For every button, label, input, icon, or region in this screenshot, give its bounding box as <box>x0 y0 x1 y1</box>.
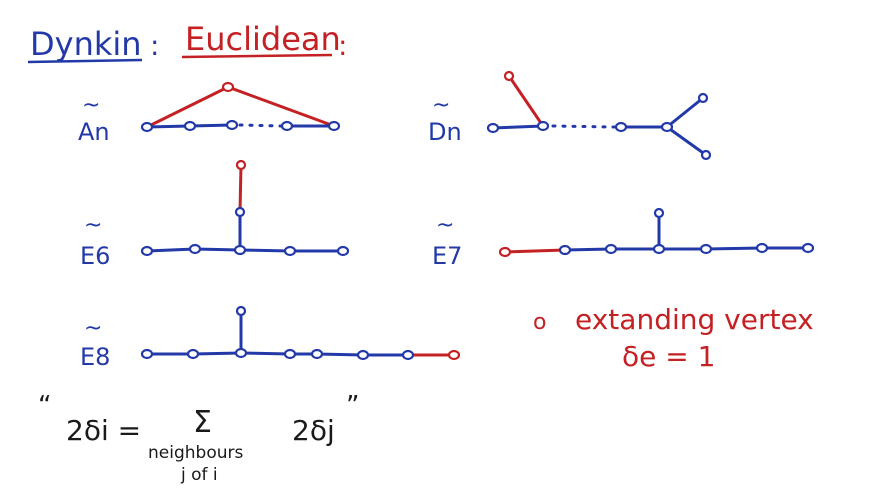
dots-d <box>551 124 616 129</box>
equation-lhs: 2δi = <box>66 414 141 447</box>
vertex-e8-7 <box>401 349 415 361</box>
vertex-e7-1 <box>558 244 572 256</box>
legend-text: extanding vertex <box>575 303 814 336</box>
vertex-d-3 <box>614 121 628 133</box>
label-e8: E8 <box>80 343 110 371</box>
vertex-e7-extending <box>498 246 512 258</box>
tilde-e8: ~ <box>84 316 102 341</box>
vertex-e8-top <box>235 305 247 317</box>
edges-e7 <box>563 211 810 252</box>
heading-dynkin-underline <box>27 58 143 64</box>
edge-d-extending <box>507 74 545 128</box>
dots-a <box>238 123 284 128</box>
tilde-d: ~ <box>432 93 450 118</box>
vertex-d-2 <box>536 120 550 132</box>
legend: o extanding vertex δe = 1 <box>533 303 814 373</box>
edges-e8 <box>145 309 410 357</box>
vertex-a-2 <box>183 120 197 132</box>
vertex-e7-5 <box>755 242 769 254</box>
diagram-a-tilde: ~ An <box>78 81 341 146</box>
vertex-d-1 <box>486 122 500 134</box>
vertex-e8-extending <box>447 349 461 361</box>
heading-colon-1: : <box>150 29 159 62</box>
vertex-e8-2 <box>186 348 200 360</box>
edge-a-extending <box>145 85 336 129</box>
vertex-e8-5 <box>310 348 324 360</box>
vertex-d-4 <box>660 121 674 133</box>
vertex-e6-2 <box>188 243 202 255</box>
label-e6: E6 <box>80 242 110 270</box>
heading-euclidean: Euclidean <box>185 20 341 58</box>
vertex-e6-5 <box>336 245 350 257</box>
diagram-e6-tilde: ~ E6 <box>80 159 350 270</box>
heading-colon-2: : <box>338 29 347 62</box>
vertex-d-5 <box>697 92 709 104</box>
diagram-d-tilde: ~ Dn <box>428 70 712 161</box>
legend-marker: o <box>533 310 546 335</box>
tilde-e6: ~ <box>84 213 102 238</box>
vertex-e7-6 <box>801 242 815 254</box>
edges-a <box>145 123 336 129</box>
diagram-e7-tilde: ~ E7 <box>432 207 815 270</box>
edge-e7-extending <box>503 248 567 254</box>
heading: Dynkin : Euclidean : <box>27 20 347 64</box>
heading-euclidean-underline <box>181 53 333 59</box>
label-e7: E7 <box>432 242 462 270</box>
equation-sum: Σ <box>193 405 212 440</box>
edges-d <box>491 96 708 157</box>
vertex-e6-extending <box>235 159 247 171</box>
vertex-e8-4 <box>283 348 297 360</box>
vertex-e6-top <box>234 206 246 218</box>
equation-open-quote: “ <box>38 391 51 421</box>
equation-under-neighbours: neighbours <box>148 443 243 463</box>
vertex-e7-2 <box>604 243 618 255</box>
vertex-e8-6 <box>356 349 370 361</box>
vertex-a-1 <box>140 121 154 133</box>
legend-formula: δe = 1 <box>622 340 715 373</box>
equation-close-quote: ” <box>346 391 359 421</box>
tilde-e7: ~ <box>436 213 454 238</box>
vertex-e7-3 <box>652 243 666 255</box>
vertex-e6-4 <box>283 245 297 257</box>
label-a-n: An <box>78 118 110 146</box>
equation-rhs: 2δj <box>292 414 335 447</box>
vertex-e7-4 <box>699 243 713 255</box>
diagram-e8-tilde: ~ E8 <box>80 305 461 371</box>
vertex-a-3 <box>225 119 239 131</box>
vertex-e7-top <box>653 207 665 219</box>
equation-under-j-of-i: j of i <box>180 465 218 485</box>
vertex-e6-1 <box>140 245 154 257</box>
vertex-a-extending <box>221 81 235 93</box>
vertex-e6-3 <box>233 244 247 256</box>
vertex-e8-3 <box>234 347 248 359</box>
vertex-e8-1 <box>140 348 154 360</box>
vertex-d-extending <box>503 70 515 82</box>
edges-e6 <box>145 210 345 253</box>
edge-e6-extending <box>238 163 243 214</box>
label-d-n: Dn <box>428 118 462 146</box>
tilde-a: ~ <box>82 93 100 118</box>
vertex-d-6 <box>700 149 712 161</box>
equation: “ 2δi = Σ neighbours j of i 2δj ” <box>38 391 359 485</box>
heading-dynkin: Dynkin <box>30 25 142 63</box>
vertex-a-5 <box>327 120 341 132</box>
vertex-a-4 <box>280 120 294 132</box>
